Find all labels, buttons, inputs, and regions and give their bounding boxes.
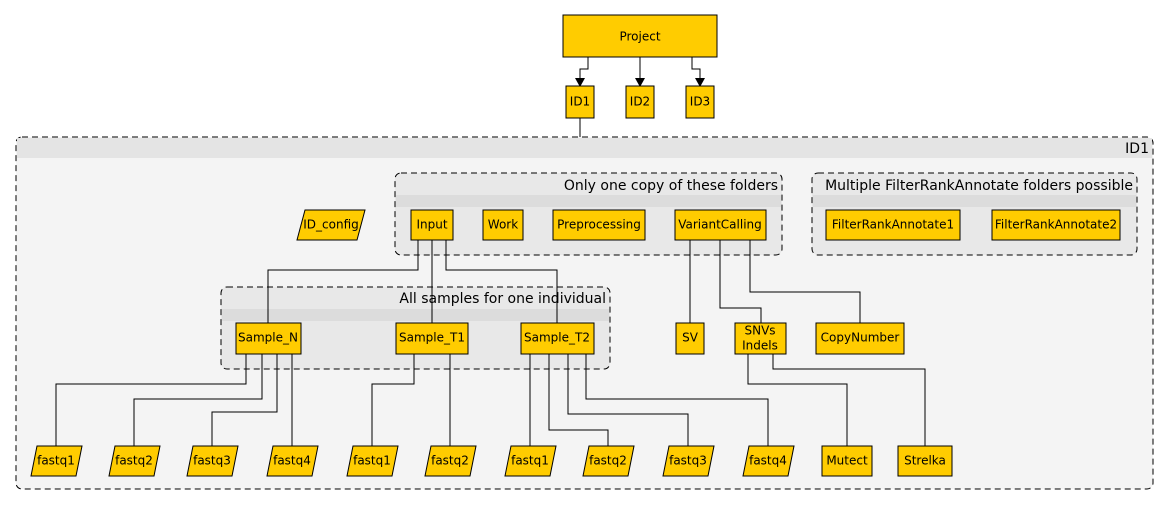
sample-t1-folder[interactable]: Sample_T1	[395, 322, 469, 355]
sample-t2-fastq2-file[interactable]: fastq2	[582, 445, 635, 477]
fastq-label: fastq4	[749, 454, 787, 468]
single-copy-title: Only one copy of these folders	[564, 178, 778, 194]
work-folder[interactable]: Work	[482, 209, 524, 241]
fastq-label: fastq4	[273, 454, 311, 468]
edge-st2-f2	[548, 354, 609, 446]
edge-project-id1	[575, 57, 589, 87]
samples-title: All samples for one individual	[399, 291, 606, 307]
mutect-label: Mutect	[826, 454, 868, 468]
sample-t1-label: Sample_T1	[399, 331, 465, 345]
id2-label: ID2	[630, 95, 650, 109]
sample-n-fastq3-file[interactable]: fastq3	[186, 445, 239, 477]
input-label: Input	[416, 218, 447, 232]
input-folder[interactable]: Input	[410, 209, 454, 241]
edge-st2-f4	[585, 354, 769, 446]
sv-label: SV	[682, 331, 699, 345]
sample-t2-folder[interactable]: Sample_T2	[520, 322, 595, 355]
edge-sn-f3	[211, 354, 278, 446]
variantcalling-label: VariantCalling	[678, 218, 762, 232]
edge-sn-f2	[133, 354, 263, 446]
preprocessing-label: Preprocessing	[557, 218, 641, 232]
id-config-label: ID_config	[303, 218, 359, 232]
sample-t2-fastq4-file[interactable]: fastq4	[742, 445, 795, 477]
sample-t2-fastq3-file[interactable]: fastq3	[662, 445, 715, 477]
fra1-label: FilterRankAnnotate1	[832, 218, 954, 232]
snvs-label: SNVs	[744, 324, 775, 338]
fastq-label: fastq2	[431, 454, 469, 468]
edge-vc-copynumber	[749, 240, 861, 323]
fastq-label: fastq3	[193, 454, 231, 468]
sample-n-fastq2-file[interactable]: fastq2	[108, 445, 161, 477]
sample-t2-label: Sample_T2	[524, 331, 590, 345]
multi-fra-title: Multiple FilterRankAnnotate folders poss…	[825, 178, 1133, 194]
sample-t2-fastq1-file[interactable]: fastq1	[504, 445, 557, 477]
strelka-folder[interactable]: Strelka	[897, 445, 953, 477]
edge-input-sample-n	[267, 240, 419, 323]
fastq-label: fastq1	[511, 454, 549, 468]
edge-sn-f1	[55, 354, 247, 446]
edge-input-sample-t2	[445, 240, 558, 323]
fastq-label: fastq2	[589, 454, 627, 468]
edge-st1-f1	[371, 354, 415, 446]
edge-snvs-mutect	[747, 354, 848, 446]
id-config-file[interactable]: ID_config	[296, 209, 366, 241]
copynumber-folder[interactable]: CopyNumber	[815, 322, 905, 355]
project-label: Project	[619, 30, 660, 44]
edge-vc-snvs	[719, 240, 762, 323]
id2-node[interactable]: ID2	[625, 85, 655, 119]
sample-t1-fastq2-file[interactable]: fastq2	[424, 445, 477, 477]
filterrankannotate2-folder[interactable]: FilterRankAnnotate2	[991, 209, 1121, 241]
strelka-label: Strelka	[904, 454, 946, 468]
fastq-label: fastq2	[115, 454, 153, 468]
filterrankannotate1-folder[interactable]: FilterRankAnnotate1	[825, 209, 961, 241]
sample-n-label: Sample_N	[238, 331, 298, 345]
snvs-indels-folder[interactable]: SNVs Indels	[734, 322, 787, 355]
sample-n-folder[interactable]: Sample_N	[235, 322, 302, 355]
fastq-label: fastq1	[37, 454, 75, 468]
sample-n-fastq1-file[interactable]: fastq1	[30, 445, 83, 477]
project-node[interactable]: Project	[562, 14, 718, 58]
id1-node[interactable]: ID1	[565, 85, 595, 119]
id1-label: ID1	[570, 95, 590, 109]
variantcalling-folder[interactable]: VariantCalling	[674, 209, 767, 241]
sample-n-fastq4-file[interactable]: fastq4	[266, 445, 319, 477]
sample-t1-fastq1-file[interactable]: fastq1	[346, 445, 399, 477]
mutect-folder[interactable]: Mutect	[821, 445, 873, 477]
edge-snvs-strelka	[772, 354, 926, 446]
preprocessing-folder[interactable]: Preprocessing	[552, 209, 646, 241]
sv-folder[interactable]: SV	[675, 322, 705, 355]
edges	[55, 57, 926, 446]
id1-group-title: ID1	[1125, 141, 1149, 157]
fra2-label: FilterRankAnnotate2	[995, 218, 1117, 232]
work-label: Work	[488, 218, 518, 232]
id3-node[interactable]: ID3	[685, 85, 715, 119]
fastq-label: fastq1	[353, 454, 391, 468]
fastq-label: fastq3	[669, 454, 707, 468]
edge-project-id3	[691, 57, 705, 87]
copynumber-label: CopyNumber	[821, 331, 900, 345]
indels-label: Indels	[742, 339, 778, 353]
id3-label: ID3	[690, 95, 710, 109]
edge-st2-f3	[567, 354, 689, 446]
